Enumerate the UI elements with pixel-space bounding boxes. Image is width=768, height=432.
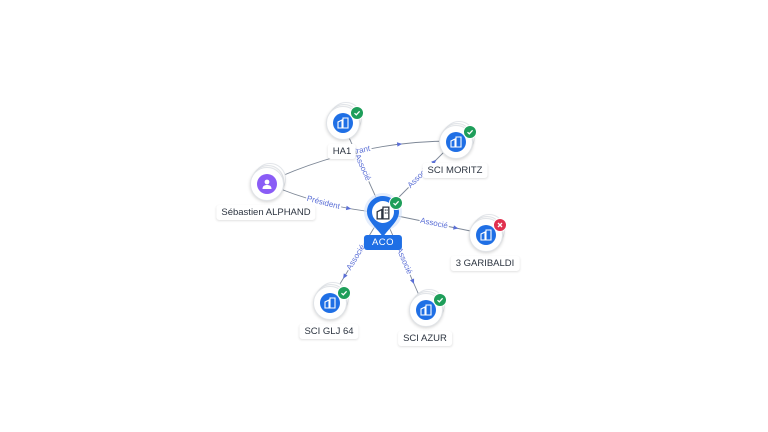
node-label: SCI AZUR xyxy=(398,331,452,346)
company-building-icon xyxy=(446,132,466,152)
edge-arrow-icon xyxy=(396,142,403,147)
edge-arrow-icon xyxy=(453,225,459,230)
company-building-icon xyxy=(333,113,353,133)
active-check-icon xyxy=(463,125,477,139)
node-disc xyxy=(326,106,360,140)
node-label: HA1 xyxy=(327,144,357,159)
edge-label: Associé xyxy=(353,153,373,183)
person-icon xyxy=(257,174,277,194)
active-check-icon xyxy=(433,293,447,307)
edge-arrow-icon xyxy=(345,205,352,211)
company-building-icon xyxy=(320,293,340,313)
node-disc xyxy=(313,286,347,320)
node-label: Sébastien ALPHAND xyxy=(216,205,316,220)
company-building-icon xyxy=(476,225,496,245)
node-label: ACO xyxy=(363,235,403,250)
edge-arrow-icon xyxy=(410,278,415,284)
active-check-icon xyxy=(337,286,351,300)
company-building-icon xyxy=(416,300,436,320)
active-check-icon xyxy=(350,106,364,120)
edge-arrow-icon xyxy=(343,273,348,279)
node-label: SCI GLJ 64 xyxy=(299,324,359,339)
edge-label: Associé xyxy=(395,246,415,276)
node-label: 3 GARIBALDI xyxy=(450,256,520,271)
inactive-cross-icon xyxy=(493,218,507,232)
node-label: SCI MORITZ xyxy=(422,163,488,178)
edge-label: Associé xyxy=(419,216,449,231)
company-building-icon xyxy=(376,206,390,220)
edge-sebastien-sci-moritz xyxy=(265,140,456,184)
node-disc xyxy=(250,167,284,201)
active-check-icon xyxy=(389,196,403,210)
edge-arrow-icon xyxy=(431,159,437,165)
